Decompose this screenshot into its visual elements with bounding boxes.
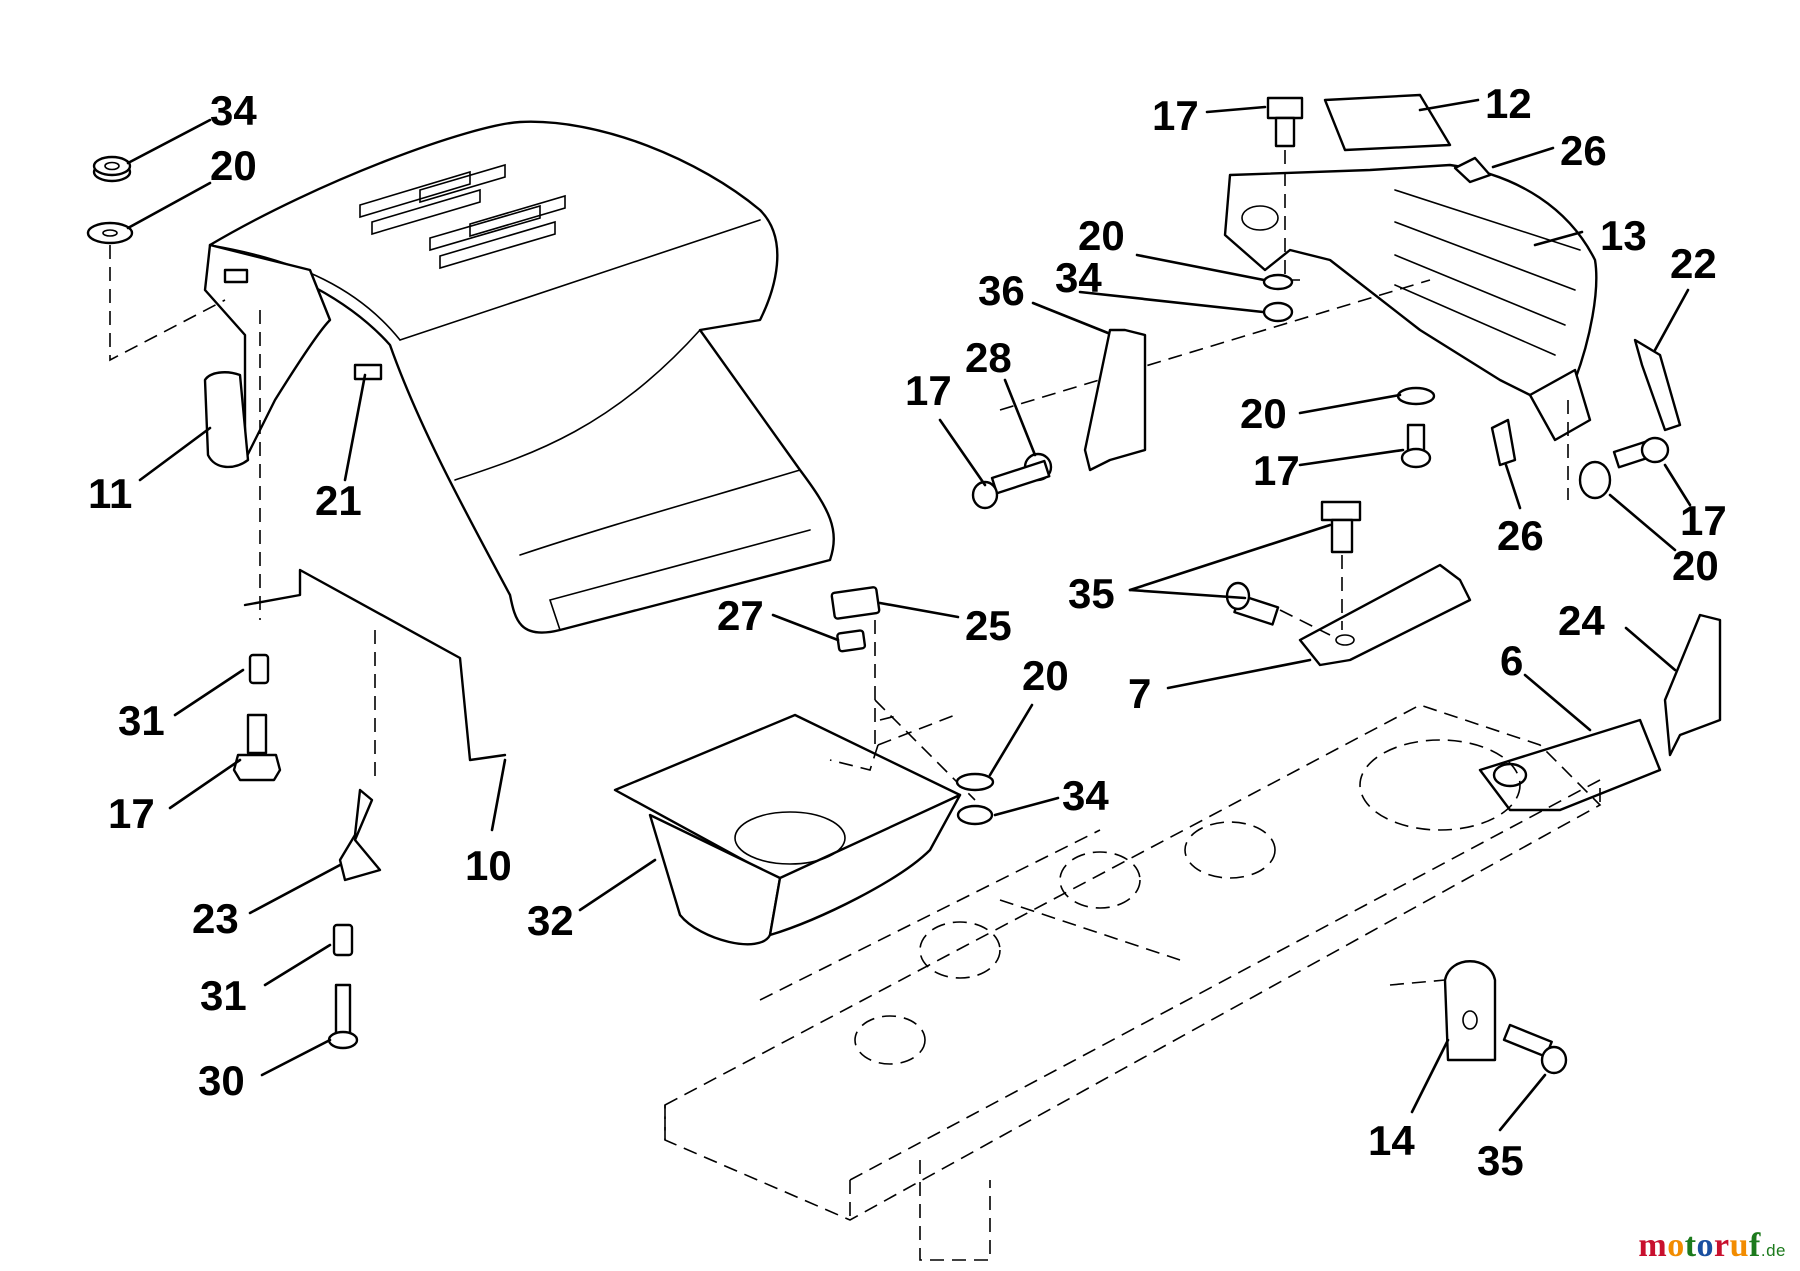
bolt-35-bottom (1502, 1023, 1568, 1075)
watermark-brand: motoruf (1638, 1227, 1761, 1264)
callout-labels: 34 20 11 21 31 17 10 23 31 30 27 25 32 2… (88, 80, 1727, 1184)
leader-lines (126, 98, 1692, 1132)
callout-34: 34 (1055, 254, 1102, 301)
callout-20: 20 (1672, 542, 1719, 589)
callout-22: 22 (1670, 240, 1717, 287)
callout-23: 23 (192, 895, 239, 942)
bolt-17-mid-right (1400, 423, 1432, 469)
callout-7: 7 (1128, 670, 1151, 717)
nut-34-right-upper (1262, 301, 1294, 323)
spacer-31-upper (248, 653, 270, 685)
callout-31: 31 (118, 697, 165, 744)
callout-34: 34 (210, 87, 257, 134)
callout-20: 20 (1078, 212, 1125, 259)
watermark-logo: motoruf.de (1638, 1227, 1786, 1265)
spacer-31-lower (332, 923, 354, 957)
callout-17: 17 (1152, 92, 1199, 139)
washer-20-right (1578, 460, 1612, 500)
washer-20-right-upper (1262, 273, 1294, 291)
cover-12 (1323, 93, 1452, 152)
callout-21: 21 (315, 477, 362, 524)
bracket-36 (1083, 328, 1147, 472)
callout-20: 20 (210, 142, 257, 189)
clip-27 (836, 629, 867, 653)
bolt-17-top (1266, 96, 1304, 148)
plate-25 (830, 586, 881, 620)
callout-17: 17 (905, 367, 952, 414)
callout-11: 11 (88, 470, 132, 517)
washer-20-mid-right (1396, 386, 1436, 406)
callout-17: 17 (1680, 497, 1727, 544)
callout-6: 6 (1500, 637, 1523, 684)
callout-30: 30 (198, 1057, 245, 1104)
callout-31: 31 (200, 972, 247, 1019)
callout-17: 17 (1253, 447, 1300, 494)
callout-20: 20 (1240, 390, 1287, 437)
bolt-35-upper (1320, 500, 1362, 554)
grille-bracket-13 (1223, 163, 1598, 442)
callout-28: 28 (965, 334, 1012, 381)
watermark-tld: .de (1760, 1241, 1786, 1260)
callout-26: 26 (1560, 127, 1607, 174)
bracket-23 (338, 788, 382, 882)
frame-dashed-outline (664, 704, 1602, 1261)
plate-24 (1663, 613, 1722, 757)
clip-26-top (1453, 156, 1492, 184)
callout-24: 24 (1558, 597, 1605, 644)
callout-35: 35 (1477, 1137, 1524, 1184)
callout-34: 34 (1062, 772, 1109, 819)
washer-20-top-left (86, 221, 134, 245)
callout-25: 25 (965, 602, 1012, 649)
hood-assembly (203, 120, 835, 634)
bolt-35-left (1225, 581, 1280, 626)
plate-22 (1633, 338, 1682, 432)
callout-20: 20 (1022, 652, 1069, 699)
nut-34-top-left (92, 155, 132, 183)
callout-10: 10 (465, 842, 512, 889)
hood-rod-10 (243, 568, 507, 762)
callout-12: 12 (1485, 80, 1532, 127)
callout-32: 32 (527, 897, 574, 944)
bracket-6 (1478, 718, 1662, 812)
callout-27: 27 (717, 592, 764, 639)
bracket-7 (1298, 563, 1472, 667)
callout-14: 14 (1368, 1117, 1415, 1164)
clip-26-lower (1490, 418, 1517, 467)
bolt-30 (327, 983, 359, 1050)
callout-13: 13 (1600, 212, 1647, 259)
bolt-17-mid-left (971, 459, 1051, 510)
nut-34-mid (956, 804, 994, 826)
callout-17: 17 (108, 790, 155, 837)
callout-26: 26 (1497, 512, 1544, 559)
washer-20-mid (955, 772, 995, 792)
hood-vents (359, 163, 566, 270)
tray-32 (613, 713, 962, 946)
callout-36: 36 (978, 267, 1025, 314)
callout-35: 35 (1068, 570, 1115, 617)
bolt-17-left (232, 713, 282, 782)
bolt-17-right (1612, 436, 1670, 469)
